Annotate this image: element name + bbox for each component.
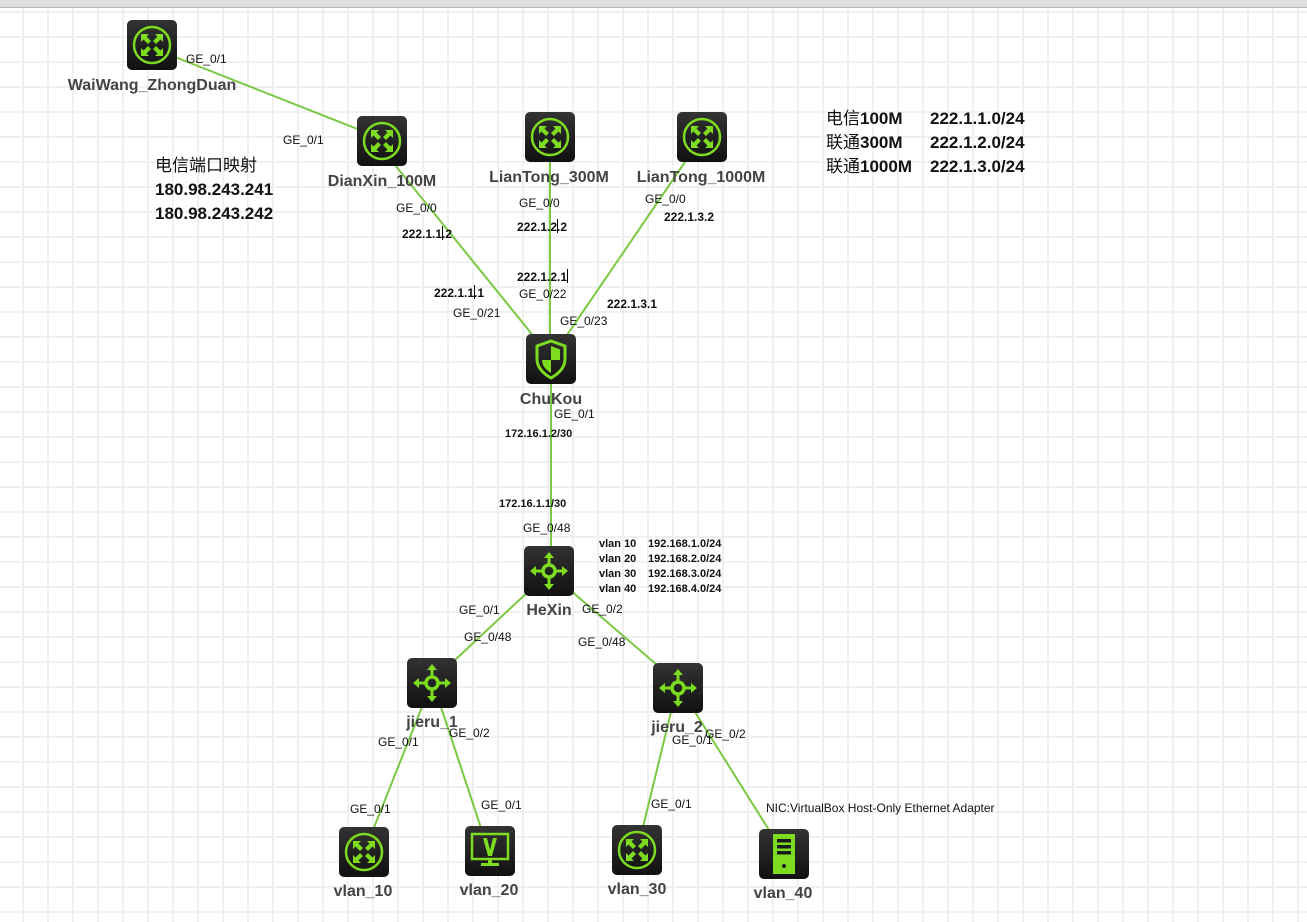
node-label: LianTong_300M	[489, 169, 609, 186]
ip-label: 222.1.3.1	[607, 297, 658, 311]
ip-label: 222.1.1.2	[402, 226, 453, 241]
node-vlan-40[interactable]	[759, 829, 809, 879]
port-label: NIC:VirtualBox Host-Only Ethernet Adapte…	[766, 801, 995, 815]
node-label: vlan_10	[333, 883, 393, 900]
node-vlan-10[interactable]	[339, 827, 389, 877]
link-waiwang-dianxin[interactable]	[169, 54, 361, 131]
port-label: GE_0/21	[453, 306, 501, 320]
node-dianxin-100m[interactable]	[357, 116, 407, 166]
link-jieru2-vlan40[interactable]	[694, 711, 770, 831]
node-label: vlan_20	[459, 882, 519, 899]
node-jieru-1[interactable]	[407, 658, 457, 708]
port-label: GE_0/0	[396, 201, 437, 215]
node-label: jieru_1	[406, 714, 458, 731]
port-label: GE_0/1	[672, 733, 713, 747]
port-label: GE_0/1	[651, 797, 692, 811]
node-label: DianXin_100M	[327, 173, 437, 190]
ip-label: 222.1.2.2	[517, 219, 568, 234]
node-label: LianTong_1000M	[636, 169, 766, 186]
node-vlan-20[interactable]	[465, 826, 515, 876]
node-vlan-30[interactable]	[612, 825, 662, 875]
port-label: GE_0/1	[283, 133, 324, 147]
ip-label: 222.1.1.1	[434, 285, 485, 300]
top-toolbar-strip	[0, 0, 1307, 8]
port-label: GE_0/48	[464, 630, 512, 644]
port-label: GE_0/1	[350, 802, 391, 816]
firewall-shield-icon	[535, 339, 567, 380]
port-label: GE_0/1	[459, 603, 500, 617]
host-server-icon	[773, 834, 795, 874]
port-label: GE_0/1	[481, 798, 522, 812]
port-label: GE_0/2	[449, 726, 490, 740]
node-label: vlan_30	[607, 881, 667, 898]
node-hexin[interactable]	[524, 546, 574, 596]
router-icon	[362, 121, 402, 161]
node-label: WaiWang_ZhongDuan	[67, 77, 237, 94]
port-mapping-title: 电信端口映射	[155, 156, 257, 176]
node-label: jieru_2	[651, 719, 703, 736]
ip-label: 222.1.3.2	[664, 210, 715, 224]
port-label: GE_0/2	[705, 727, 746, 741]
port-label: GE_0/1	[186, 52, 227, 66]
node-waiwang-zhongduan[interactable]	[127, 20, 177, 70]
port-label: GE_0/23	[560, 314, 608, 328]
router-icon	[617, 830, 657, 870]
link-hexin-jieru2[interactable]	[569, 589, 658, 666]
ip-label: 222.1.2.1	[517, 269, 568, 284]
node-jieru-2[interactable]	[653, 663, 703, 713]
l3-switch-icon	[659, 669, 697, 707]
vpcs-monitor-icon	[470, 832, 510, 866]
node-liantong-1000m[interactable]	[677, 112, 727, 162]
link-jieru1-vlan20[interactable]	[440, 706, 482, 829]
router-icon	[132, 25, 172, 65]
link-dianxin-chukou[interactable]	[394, 164, 536, 339]
node-label: vlan_40	[753, 885, 813, 902]
port-label: GE_0/48	[578, 635, 626, 649]
port-label: GE_0/0	[645, 192, 686, 206]
port-label: GE_0/1	[554, 407, 595, 421]
ip-label: 172.16.1.1/30	[499, 498, 567, 510]
port-mapping-ip: 180.98.243.241	[155, 180, 274, 199]
port-label: GE_0/48	[523, 521, 571, 535]
port-mapping-ip: 180.98.243.242	[155, 204, 274, 223]
node-label: ChuKou	[519, 391, 583, 408]
node-label: HeXin	[526, 602, 572, 619]
port-label: GE_0/0	[519, 196, 560, 210]
l3-switch-icon	[413, 664, 451, 702]
node-chukou[interactable]	[526, 334, 576, 384]
l3-switch-icon	[530, 552, 568, 590]
node-liantong-300m[interactable]	[525, 112, 575, 162]
port-label: GE_0/22	[519, 287, 567, 301]
link-hexin-jieru1[interactable]	[454, 589, 531, 661]
port-mapping-note: 电信端口映射 180.98.243.241 180.98.243.242	[155, 154, 273, 226]
link-jieru1-vlan10[interactable]	[372, 706, 423, 831]
link-lt1000-chukou[interactable]	[564, 161, 686, 339]
topology-canvas[interactable]	[0, 8, 1307, 922]
port-label: GE_0/1	[378, 735, 419, 749]
port-label: GE_0/2	[582, 602, 623, 616]
link-jieru2-vlan30[interactable]	[642, 711, 672, 828]
ip-label: 172.16.1.2/30	[505, 428, 573, 440]
router-icon	[530, 117, 570, 157]
router-icon	[344, 832, 384, 872]
router-icon	[682, 117, 722, 157]
